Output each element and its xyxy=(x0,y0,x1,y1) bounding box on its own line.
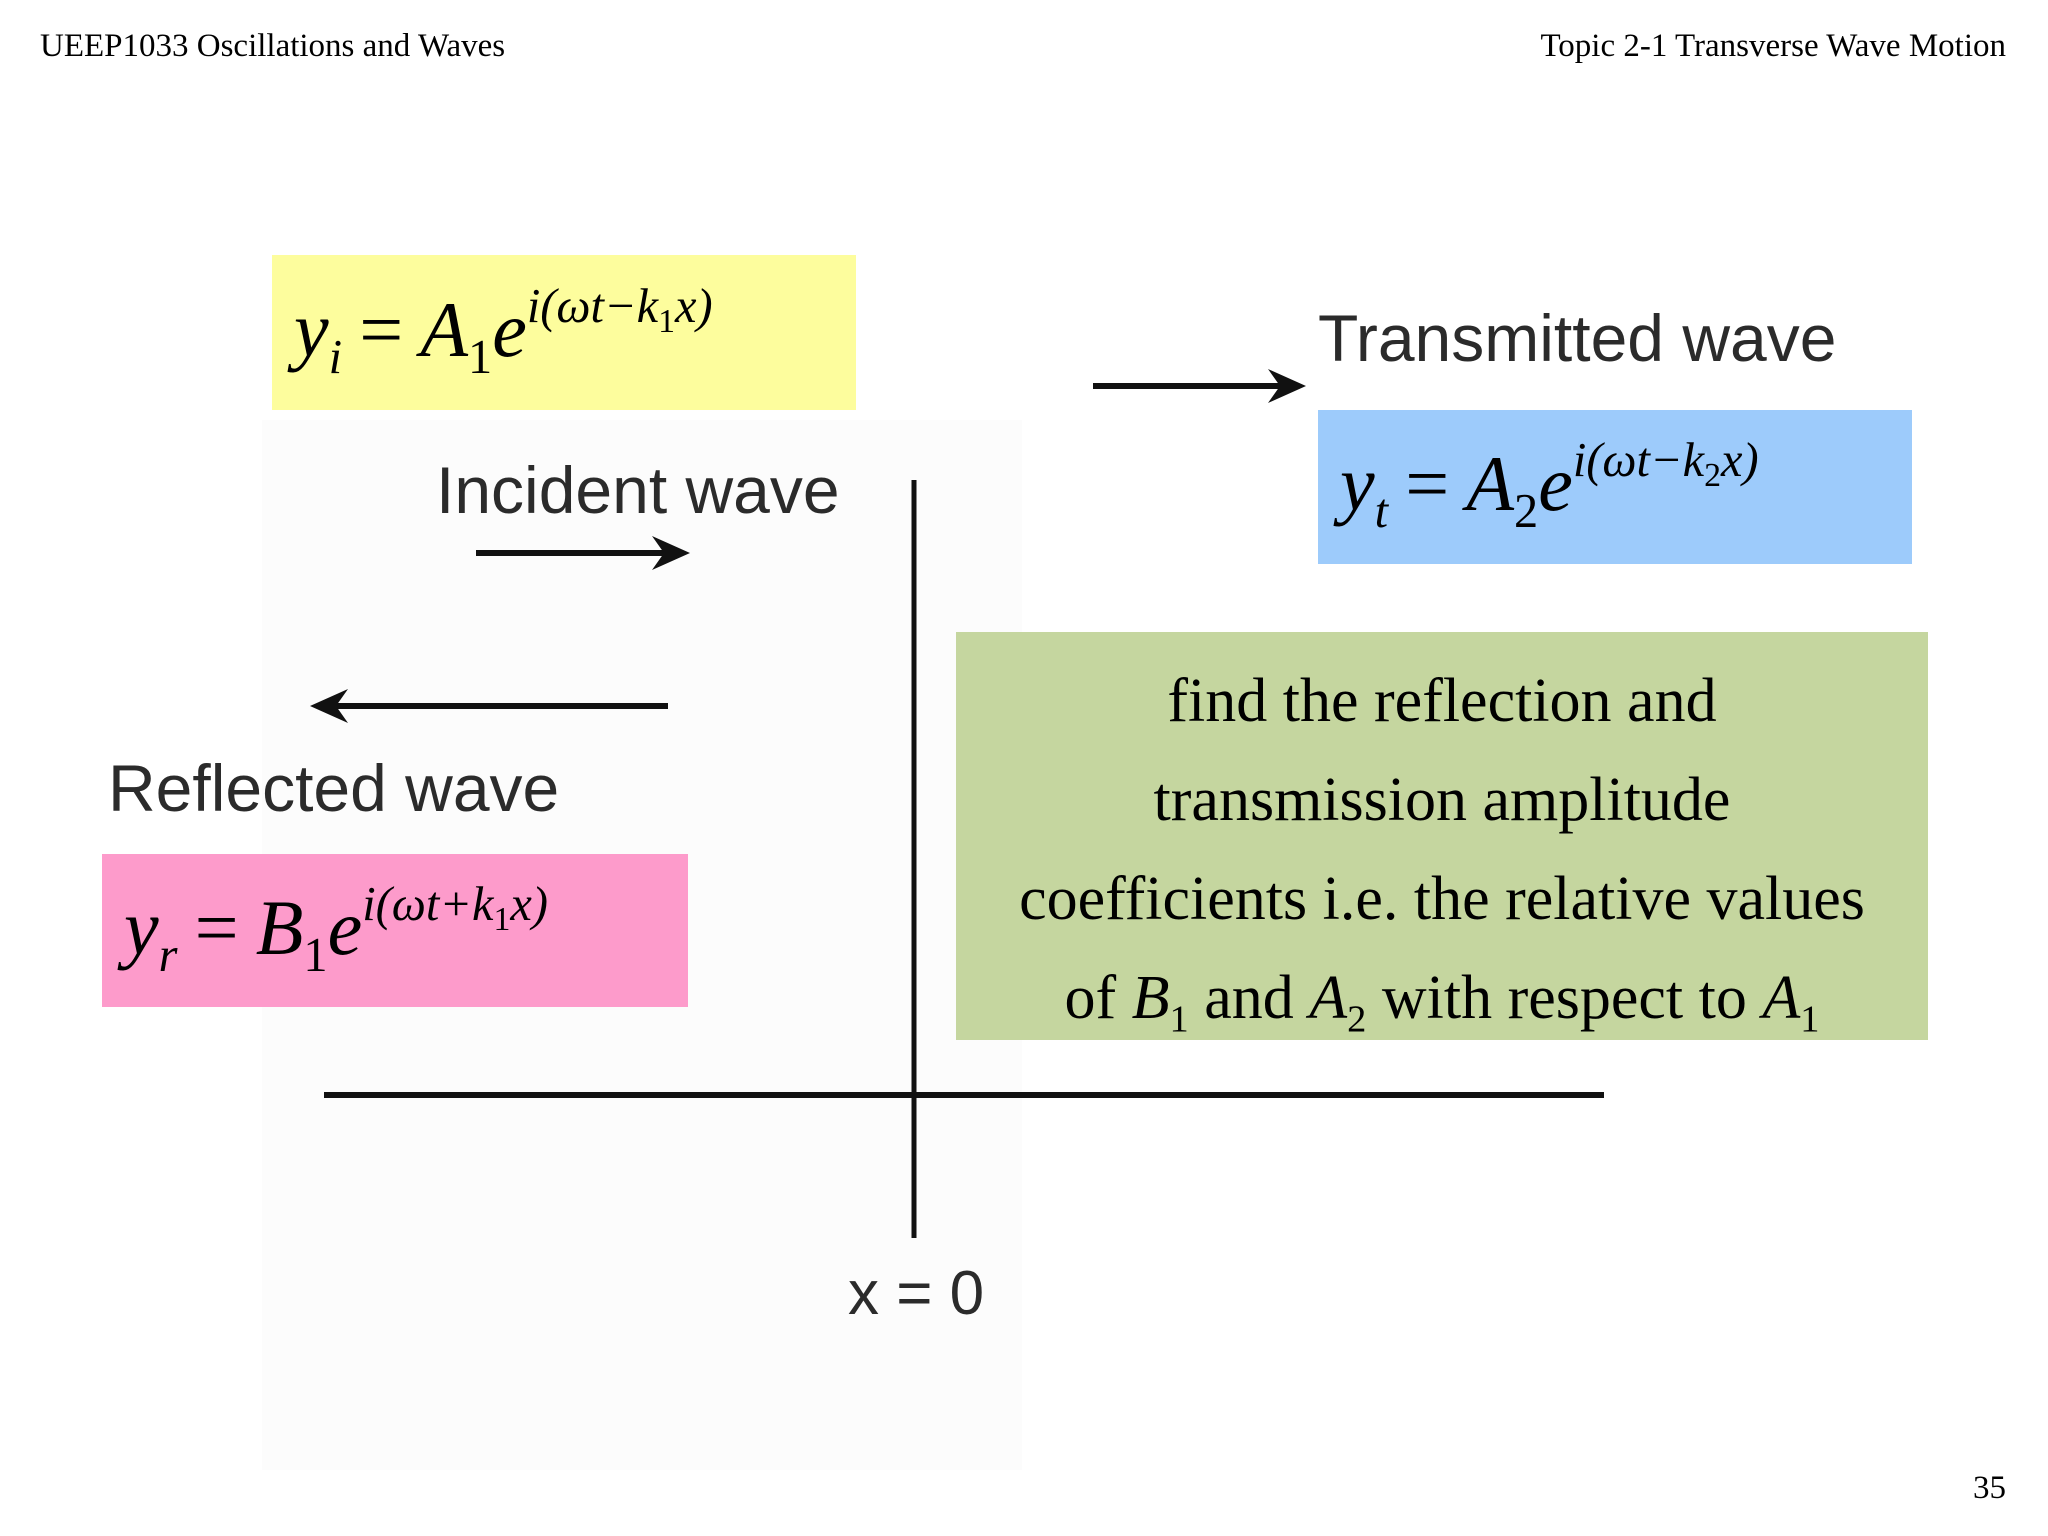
course-title: UEEP1033 Oscillations and Waves xyxy=(40,28,506,64)
topic-title: Topic 2-1 Transverse Wave Motion xyxy=(1540,28,2006,64)
incident-equation: yi=A1ei(ωt−k1x) xyxy=(294,279,713,384)
reflected-equation-box: yr=B1ei(ωt+k1x) xyxy=(102,854,688,1007)
task-note: find the reflection and transmission amp… xyxy=(956,632,1928,1040)
note-line-4: of B1 and A2 with respect to A1 xyxy=(1064,964,1820,1041)
page-number: 35 xyxy=(1973,1470,2006,1506)
note-line-2: transmission amplitude xyxy=(1153,766,1731,834)
reflected-arrow xyxy=(310,689,668,723)
transmitted-equation-box: yt=A2ei(ωt−k2x) xyxy=(1318,410,1912,564)
incident-arrow xyxy=(476,536,690,570)
transmitted-equation: yt=A2ei(ωt−k2x) xyxy=(1340,434,1759,539)
reflected-equation: yr=B1ei(ωt+k1x) xyxy=(124,877,548,982)
transmitted-arrow xyxy=(1093,369,1306,403)
boundary-label: x = 0 xyxy=(848,1259,985,1328)
note-line-1: find the reflection and xyxy=(1167,667,1717,735)
transmitted-wave-label: Transmitted wave xyxy=(1318,301,1837,375)
reflected-wave-label: Reflected wave xyxy=(108,751,560,825)
incident-wave-label: Incident wave xyxy=(436,453,840,527)
incident-equation-box: yi=A1ei(ωt−k1x) xyxy=(272,255,856,410)
note-line-3: coefficients i.e. the relative values xyxy=(1019,865,1865,933)
